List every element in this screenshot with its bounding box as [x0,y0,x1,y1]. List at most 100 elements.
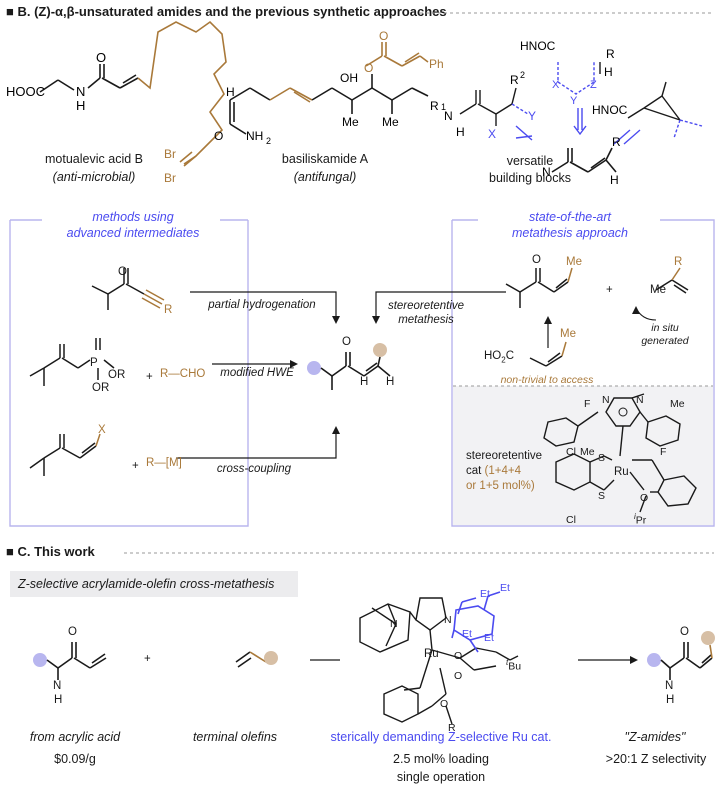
stereoretentive-label-1: stereoretentive [387,300,465,312]
c-cat-et1: Et [480,588,490,600]
c-col4-label: "Z-amides" [624,730,686,744]
mol1-note: (anti-microbial) [52,170,136,184]
c-cat-o3: O [440,698,449,710]
mol1-n-label: N [76,84,85,99]
section-c-marker: ■ [6,544,14,559]
c-cat-et3: Et [462,628,472,640]
bb-h: H [456,125,465,139]
building-blocks-structure: N 1 R H X Y R 2 HNOC X Y Z R H HNOC N HN… [430,39,703,187]
c-plus: + [144,653,151,665]
in-situ-label-2: generated [641,335,689,347]
cat-cl2: Cl [566,514,576,526]
partial-hydrogenation-label: partial hydrogenation [208,299,316,311]
c-col2-label: terminal olefins [192,730,278,744]
banner-text: Z-selective acrylamide-olefin cross-meta… [18,577,275,591]
method-frames [9,219,715,527]
mol2-o-label: O [214,129,223,143]
c-cat-o2: O [454,670,463,682]
nh2-label: NH [246,129,263,143]
bb-ring-h: H [604,65,613,79]
c-cat-t: t [506,658,509,667]
c-col3-label: sterically demanding Z-selective Ru cat. [330,730,552,744]
alkyne-r: R [164,304,173,316]
acid-me: Me [560,328,576,340]
bb-r1-n: N [444,109,453,123]
me1-label: Me [342,115,359,129]
bb-ring-y: Y [570,95,578,107]
cat-i: i [634,512,636,521]
product-o: O [342,336,351,348]
c-acryl-h: H [54,694,63,706]
rcho-label: R—CHO [160,368,205,380]
c-col3-op: single operation [396,770,486,784]
cat-label-1: stereoretentive [466,450,543,462]
cat-f2: F [660,446,667,458]
vinyl-x: X [98,424,106,436]
bb-r2: R [510,73,519,87]
plus-meta: + [606,284,613,296]
phos-or1: OR [108,369,126,381]
cat-ipr: iPr [634,512,646,527]
c-acryl-o: O [68,626,77,638]
c-prod-n: N [665,680,674,692]
br2-label: Br [164,171,176,185]
mol1-h-label: H [76,98,85,113]
section-b-rule [420,12,714,14]
right-box-title-1: state-of-the-art [529,210,611,224]
section-c-header: ■ C. This work [6,544,95,559]
left-box-title-1: methods using [92,210,174,224]
acid-sub: 2 [501,355,506,365]
c-col4-sel: >20:1 Z selectivity [605,752,707,766]
phos-p: P [90,357,98,369]
ph-label: Ph [429,57,444,71]
bb-hnoc-top: HNOC [520,39,556,53]
butene-r: R [674,256,683,268]
motualevic-structure: HOOC N H O Br Br [6,20,227,185]
me2-label: Me [382,115,399,129]
c-cat-et2: Et [500,582,510,594]
cat-label-2-text: cat [466,465,482,477]
section-c-title: C. This work [17,544,95,559]
rm-label: R—[M] [146,457,182,469]
cat-n1: N [602,394,610,406]
section-c-rule [124,552,714,554]
c-col1-label: from acrylic acid [29,730,121,744]
cat-pr: Pr [635,514,647,527]
ester-o-label: O [364,61,373,75]
c-col3-loading: 2.5 mol% loading [393,752,489,766]
bb-r1: 1 [441,102,446,112]
ester-co-label: O [379,29,388,43]
methods-schemes [29,267,697,513]
croton-o: O [532,254,541,266]
bb-prod-r2: R [612,135,621,149]
bb-ring-x: X [552,79,560,91]
c-cat-tbu: tBu [506,658,521,673]
alkyne-o: O [118,266,127,278]
c-cat-n2: N [444,614,452,626]
mol3-name-1: versatile [506,154,554,168]
cat-cl1: Cl [566,446,576,458]
cat-loading-2: or 1+5 mol%) [466,480,535,492]
c-prod-o: O [680,626,689,638]
bb-x: X [488,127,496,141]
right-box-title-2: metathesis approach [511,226,629,240]
c-prod-h: H [666,694,675,706]
rcho-text: R—CHO [160,368,206,380]
left-box-title-2: advanced intermediates [66,226,200,240]
mol2-h-label: H [226,85,235,99]
c-cat-et4: Et [484,632,494,644]
banner-box: Z-selective acrylamide-olefin cross-meta… [10,571,298,597]
stereoretentive-label-2: metathesis [398,314,454,326]
c-cat-n1: N [390,618,398,630]
mol1-name: motualevic acid B [45,152,143,166]
c-cat-o1: O [454,650,463,662]
c-acryl-n: N [53,680,62,692]
product-h: H [360,376,369,388]
section-c-scheme [33,591,715,725]
cat-s1: S [598,452,606,464]
bb-r1-letter: R [430,99,439,113]
c-cat-bu: Bu [508,660,522,673]
mol1-o-label: O [96,50,106,65]
c-cat-ru: Ru [424,648,439,660]
cat-me1: Me [670,398,685,410]
